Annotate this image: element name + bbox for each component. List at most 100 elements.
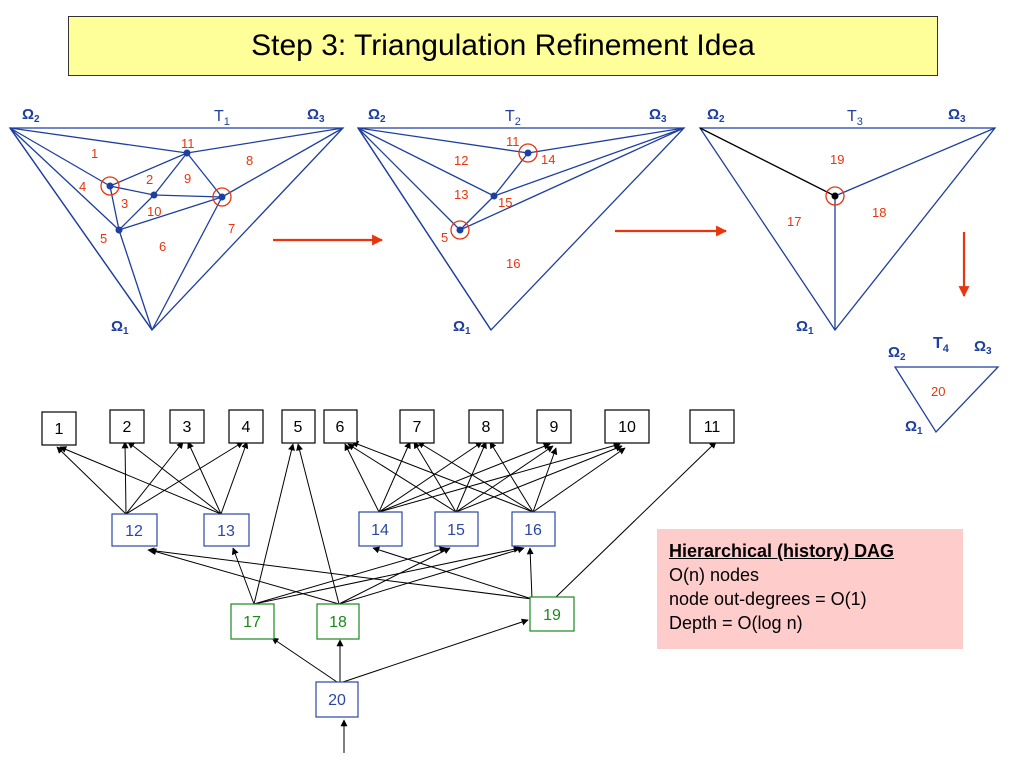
omega-2-label: Ω2 — [888, 344, 906, 363]
tri-label: 7 — [228, 221, 235, 236]
dag-node-label: 2 — [123, 419, 132, 436]
dag-node-label: 15 — [447, 522, 465, 539]
dag-node — [604, 409, 650, 444]
omega-3-label: Ω3 — [974, 338, 992, 357]
transition-arrows — [273, 225, 970, 298]
omega-2-label: Ω2 — [22, 106, 40, 125]
dag-node — [689, 409, 735, 444]
dag-node-label: 20 — [328, 692, 346, 709]
vertex-dot — [115, 226, 123, 234]
dag-node — [316, 603, 360, 640]
dag-node-label: 17 — [243, 614, 261, 631]
t2-label: T2 — [505, 108, 521, 128]
tri-label: 19 — [830, 152, 844, 167]
dag-node — [230, 603, 275, 640]
triangulation-t1 — [8, 127, 345, 332]
triangulation-t4: 20 — [893, 366, 1000, 434]
vertex-dot — [490, 192, 498, 200]
removed-vertex-circle — [518, 143, 538, 163]
dag-node-label: 16 — [524, 522, 542, 539]
tri-label: 16 — [506, 256, 520, 271]
dag-node — [399, 409, 435, 444]
tri-label: 4 — [79, 179, 86, 194]
dag-node — [228, 409, 264, 444]
vertex-dot — [831, 192, 839, 200]
t1-vertices — [100, 149, 232, 234]
dag-node — [536, 409, 572, 444]
omega-3-label: Ω3 — [948, 106, 966, 125]
omega-2-label: Ω2 — [707, 106, 725, 125]
omega-1-label: Ω1 — [905, 418, 923, 437]
tri-label: 8 — [246, 153, 253, 168]
dag-node-label: 6 — [336, 419, 345, 436]
tri-label: 5 — [441, 230, 448, 245]
tri-label: 17 — [787, 214, 801, 229]
dag-properties-line: Depth = O(log n) — [669, 613, 803, 633]
dag-node-label: 14 — [371, 522, 389, 539]
dag-node — [468, 409, 504, 444]
dag-node-label: 4 — [242, 419, 251, 436]
vertex-dot — [150, 191, 158, 199]
dag-node-label: 9 — [550, 419, 559, 436]
dag-node-label: 18 — [329, 614, 347, 631]
dag-node — [434, 511, 479, 547]
dag-node-label: 3 — [183, 419, 192, 436]
tri-label: 13 — [454, 187, 468, 202]
removed-vertex-circle — [212, 187, 232, 207]
dag-node-label: 1 — [55, 421, 64, 438]
vertex-dot — [183, 149, 191, 157]
dag-node — [41, 411, 77, 446]
removed-vertex-circle — [100, 176, 120, 196]
tri-label: 10 — [147, 204, 161, 219]
omega-1-label: Ω1 — [453, 318, 471, 337]
vertex-dot — [524, 149, 532, 157]
t4-label: T4 — [933, 335, 950, 355]
dag-node — [109, 409, 145, 444]
dag-node — [281, 409, 316, 444]
tri-label: 6 — [159, 239, 166, 254]
dag-node — [323, 409, 358, 444]
t2-vertices — [450, 143, 538, 240]
omega-3-label: Ω3 — [649, 106, 667, 125]
tri-label: 11 — [506, 134, 520, 149]
title-box: Step 3: Triangulation Refinement Idea — [68, 16, 938, 76]
dag-node-label: 8 — [482, 419, 491, 436]
dag-node-label: 5 — [294, 419, 303, 436]
dag-node — [203, 513, 250, 547]
dag-node-label: 7 — [413, 419, 422, 436]
t1-triangle-labels: 1 2 3 4 5 6 7 8 9 10 11 — [79, 136, 253, 254]
vertex-dot — [456, 226, 464, 234]
dag-node — [529, 596, 575, 632]
omega-2-label: Ω2 — [368, 106, 386, 125]
omega-labels: Ω2 Ω3 Ω1 Ω2 Ω3 Ω1 Ω2 Ω3 Ω1 Ω2 Ω3 Ω1 — [22, 106, 992, 437]
omega-3-label: Ω3 — [307, 106, 325, 125]
dag-node — [358, 511, 403, 547]
t1-label: T1 — [214, 108, 230, 128]
tri-label: 9 — [184, 171, 191, 186]
dag-properties-box: Hierarchical (history) DAG O(n) nodes no… — [657, 529, 963, 649]
t-labels: T1 T2 T3 T4 — [214, 108, 950, 355]
tri-label: 5 — [100, 231, 107, 246]
dag-node-label: 19 — [543, 607, 561, 624]
dag-properties-line: O(n) nodes — [669, 565, 760, 585]
t3-label: T3 — [847, 108, 863, 128]
dag-node-label: 12 — [125, 523, 143, 540]
tri-label: 1 — [91, 146, 98, 161]
tri-label: 11 — [181, 136, 195, 151]
dag-node — [111, 513, 158, 547]
tri-label: 20 — [931, 384, 945, 399]
triangulation-t3 — [698, 127, 997, 332]
tri-label: 12 — [454, 153, 468, 168]
t3-triangle-labels: 19 17 18 — [787, 152, 886, 229]
triangulation-t2 — [356, 127, 686, 332]
dag-nodes: 1 2 3 4 5 6 7 8 9 10 11 12 — [41, 409, 735, 718]
removed-vertex-circle — [450, 220, 470, 240]
dag-node — [169, 409, 205, 444]
removed-vertex-circle — [825, 186, 845, 206]
vertex-dot — [106, 182, 114, 190]
omega-1-label: Ω1 — [796, 318, 814, 337]
dag-node-label: 11 — [704, 419, 721, 436]
dag-node-label: 13 — [217, 523, 235, 540]
